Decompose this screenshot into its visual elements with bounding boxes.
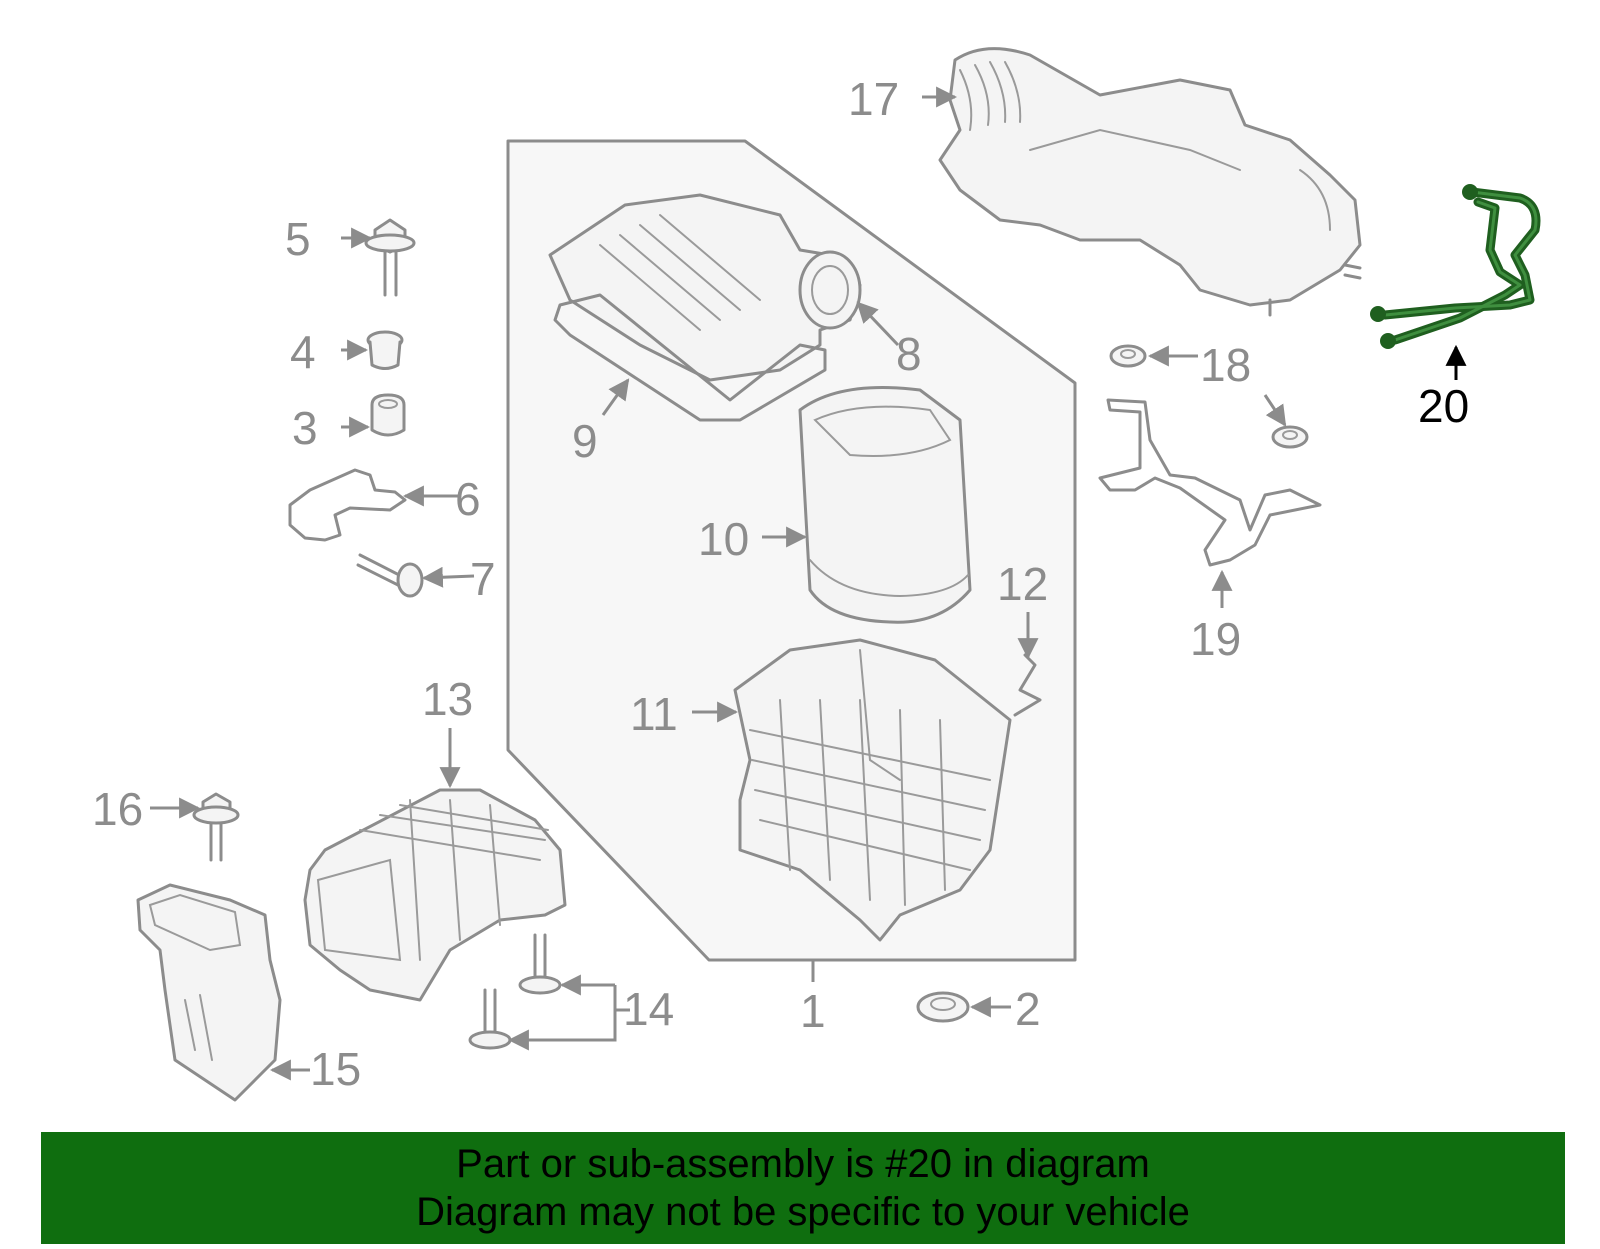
callout-15: 15 bbox=[310, 1043, 361, 1095]
callout-16: 16 bbox=[92, 783, 143, 835]
callout-6: 6 bbox=[455, 473, 481, 525]
callout-18: 18 bbox=[1200, 339, 1251, 391]
part-17-duct[interactable] bbox=[938, 47, 1362, 317]
callout-8: 8 bbox=[896, 328, 922, 380]
callout-20: 20 bbox=[1418, 380, 1469, 432]
callout-labels: 1 2 3 4 5 6 7 8 9 10 11 12 13 14 15 16 1… bbox=[92, 73, 1469, 1095]
callout-2: 2 bbox=[1015, 983, 1041, 1035]
part-4-spacer[interactable] bbox=[366, 330, 404, 370]
part-2-grommet[interactable] bbox=[916, 991, 970, 1023]
callout-5: 5 bbox=[285, 213, 311, 265]
part-10-filter[interactable] bbox=[798, 386, 972, 624]
info-banner: Part or sub-assembly is #20 in diagram D… bbox=[41, 1132, 1565, 1244]
part-3-grommet[interactable] bbox=[370, 393, 406, 437]
part-11-housing[interactable] bbox=[733, 638, 1012, 942]
callout-9: 9 bbox=[572, 415, 598, 467]
part-13-duct[interactable] bbox=[303, 788, 567, 1002]
callout-12: 12 bbox=[997, 558, 1048, 610]
part-14-studs[interactable] bbox=[468, 933, 562, 1050]
callout-7: 7 bbox=[470, 553, 496, 605]
part-8-cover[interactable] bbox=[548, 193, 862, 382]
callout-13: 13 bbox=[422, 673, 473, 725]
banner-line-2: Diagram may not be specific to your vehi… bbox=[416, 1190, 1190, 1234]
part-15-snorkel[interactable] bbox=[136, 883, 282, 1102]
callout-1: 1 bbox=[800, 985, 826, 1037]
callout-10: 10 bbox=[698, 513, 749, 565]
part-19-bracket[interactable] bbox=[1098, 398, 1322, 567]
callout-4: 4 bbox=[290, 326, 316, 378]
part-7-screw[interactable] bbox=[356, 553, 424, 598]
callout-19: 19 bbox=[1190, 613, 1241, 665]
part-6-bracket[interactable] bbox=[288, 468, 407, 542]
part-20-hose[interactable] bbox=[1370, 184, 1541, 349]
part-16-bolt[interactable] bbox=[192, 792, 240, 862]
callout-3: 3 bbox=[292, 402, 318, 454]
part-5-bolt[interactable] bbox=[364, 218, 416, 297]
part-12-clip[interactable] bbox=[1013, 653, 1042, 717]
banner-line-1: Part or sub-assembly is #20 in diagram bbox=[456, 1142, 1150, 1186]
callout-14: 14 bbox=[623, 983, 674, 1035]
callout-17: 17 bbox=[848, 73, 899, 125]
part-9-gasket[interactable] bbox=[553, 293, 827, 422]
part-18-grommet[interactable] bbox=[1109, 344, 1309, 449]
leader-lines bbox=[150, 86, 1467, 1081]
callout-11: 11 bbox=[630, 688, 678, 740]
